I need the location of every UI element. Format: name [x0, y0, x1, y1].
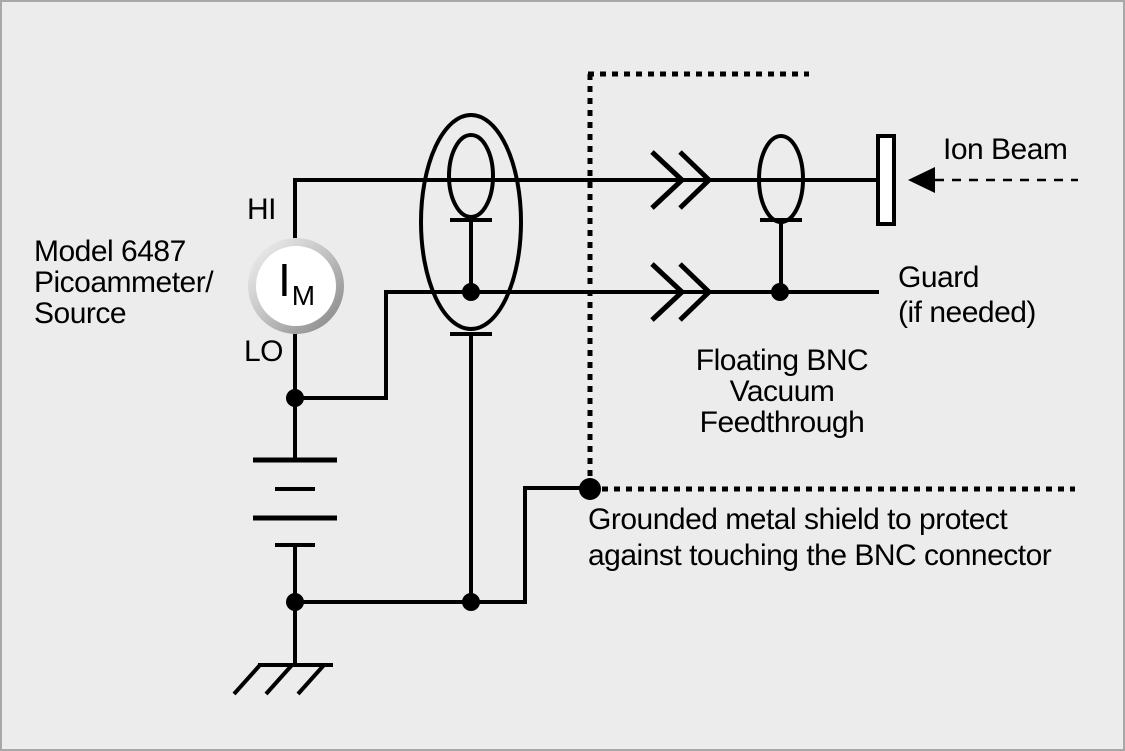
ground-hatch-2 [264, 663, 294, 696]
junction-dot-guard [771, 283, 789, 301]
bnc-connector-arrows-hi [650, 150, 713, 210]
ground-hatch-3 [296, 663, 326, 696]
cable-shield-ellipse [419, 113, 523, 331]
feedthrough-label: Floating BNC Vacuum Feedthrough [657, 345, 907, 438]
junction-dot-lo [286, 389, 304, 407]
shield-note-label: Grounded metal shield to protect against… [588, 502, 1052, 574]
chevron-icon [650, 262, 686, 322]
bnc-connector-arrows-guard [650, 262, 713, 322]
instrument-label-line2: Picoammeter/ [34, 266, 214, 299]
hi-wire [293, 178, 878, 238]
lo-terminal-label: LO [244, 335, 284, 368]
instrument-label: Model 6487 Picoammeter/ Source [34, 235, 214, 330]
guard-wire [295, 290, 879, 400]
target-plate [876, 134, 896, 226]
shield-note-line1: Grounded metal shield to protect [588, 503, 1008, 536]
hi-terminal-label: HI [247, 193, 277, 226]
junction-dot-center-conductor [462, 283, 480, 301]
feedthrough-label-line3: Feedthrough [699, 406, 865, 439]
instrument-label-line3: Source [34, 297, 127, 330]
ion-beam-arrow [908, 167, 1078, 193]
chevron-icon [678, 150, 713, 210]
grounded-shield-dashed-outline [587, 71, 1075, 492]
chevron-icon [678, 262, 713, 322]
junction-dot-shield-bus [462, 593, 480, 611]
earth-ground-symbol [232, 663, 333, 696]
chevron-icon [650, 150, 686, 210]
meter-label-sub: M [291, 280, 316, 311]
shield-ground-wire [295, 486, 590, 604]
meter-label-main: I [277, 254, 291, 306]
junction-dot-grounded-shield [579, 478, 601, 500]
shield-note-line2: against touching the BNC connector [588, 539, 1052, 572]
guard-label-line2: (if needed) [898, 296, 1036, 329]
ground-hatch-1 [232, 663, 262, 696]
arrowhead-left-icon [908, 167, 935, 193]
meter-label: IM [246, 254, 346, 313]
feedthrough-label-line1: Floating BNC [695, 344, 869, 377]
guard-label-line1: Guard [898, 261, 979, 294]
ion-beam-label: Ion Beam [943, 133, 1068, 166]
feedthrough-label-line2: Vacuum [729, 375, 835, 408]
instrument-label-line1: Model 6487 [34, 235, 186, 268]
battery-symbol [253, 457, 337, 547]
guard-label: Guard (if needed) [898, 260, 1036, 330]
junction-dot-battery [286, 593, 304, 611]
meter-circle [248, 238, 344, 334]
cable-center-conductor-ellipse [447, 133, 495, 219]
